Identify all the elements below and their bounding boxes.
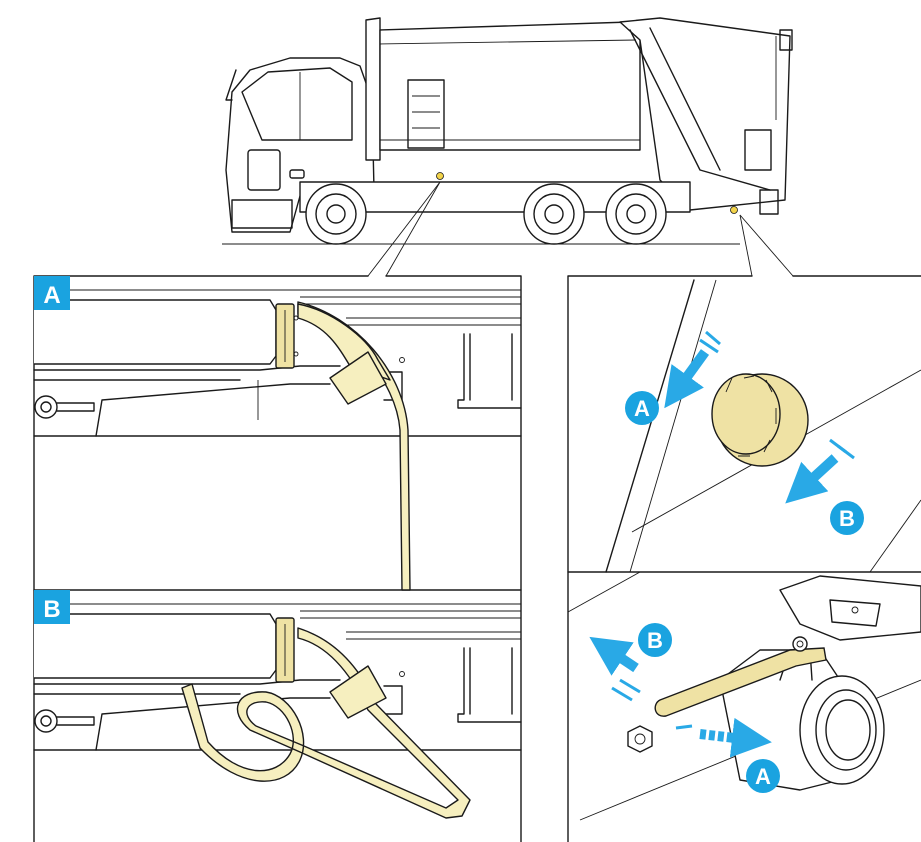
valve-badge-b: B [638, 623, 672, 657]
hose-location-marker [436, 172, 444, 180]
bolt-fitting [34, 395, 95, 419]
frame-brackets-b [383, 647, 522, 723]
bolt-fitting-b [34, 709, 95, 733]
panel-ball-valve: B A [567, 571, 921, 821]
truck-body [379, 21, 641, 151]
valve-handle[interactable] [654, 636, 827, 717]
cap-arrow-b [785, 438, 855, 504]
cap-badge-b: B [830, 501, 864, 535]
truck-rear-wheel-2 [605, 183, 667, 245]
panel-hose-deployed: B [33, 590, 522, 819]
panel-tag-b-label: B [43, 596, 60, 623]
valve-badge-b-label: B [647, 628, 663, 653]
truck-rear-wheel-1 [523, 183, 585, 245]
chassis-rails-top-b [60, 603, 521, 640]
cap-arrow-a [664, 330, 721, 409]
panel-drain-cap: A B [605, 279, 921, 573]
fuel-tank [34, 299, 277, 365]
drain-hose-deployed [181, 617, 471, 819]
callout-left [367, 181, 441, 277]
drain-cap [711, 373, 809, 467]
truck-front-wheel [305, 183, 367, 245]
valve-location-marker [730, 206, 738, 214]
fuel-tank-b [34, 613, 277, 679]
callout-right [739, 214, 794, 277]
truck-chassis [299, 181, 691, 213]
drain-hose-stowed [275, 301, 411, 591]
exhaust-stack [365, 17, 381, 161]
panel-hose-stowed: A [33, 276, 522, 591]
valve-arrow-b [589, 636, 641, 702]
valve-badge-a-label: A [755, 764, 771, 789]
right-detail-frame [567, 275, 921, 842]
frame-brackets [383, 333, 522, 409]
cap-badge-b-label: B [839, 506, 855, 531]
truck-tailgate [619, 17, 793, 215]
panel-tag-a-label: A [43, 282, 60, 309]
mount-bracket [779, 575, 921, 641]
panel-tag-a: A [34, 276, 70, 310]
valve-badge-a: A [746, 759, 780, 793]
tank-edge-line [605, 279, 695, 573]
drain-plug [627, 725, 653, 753]
valve-arrow-a [675, 717, 772, 758]
cap-badge-a: A [625, 391, 659, 425]
truck-overview [222, 17, 793, 245]
panel-tag-b: B [34, 590, 70, 624]
chassis-rails-top [60, 289, 521, 326]
cap-badge-a-label: A [634, 396, 650, 421]
